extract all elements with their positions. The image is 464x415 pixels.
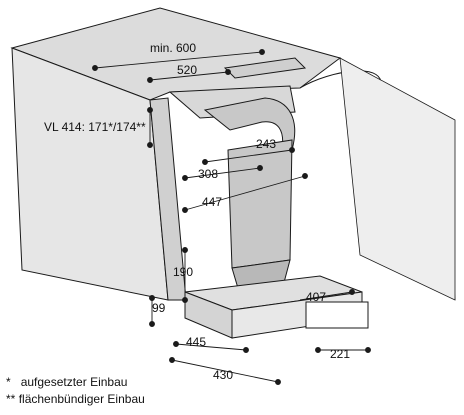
dimension-407: 407 [306, 290, 327, 304]
cooktop-vent [223, 57, 307, 79]
dimension-520: 520 [177, 63, 198, 77]
dimension-99: 99 [152, 301, 166, 315]
legend-text: flächenbündiger Einbau [18, 392, 145, 406]
duct-vertical [227, 139, 293, 269]
back-wall [339, 57, 456, 301]
dimension-447: 447 [202, 195, 223, 209]
duct-outlet [305, 301, 369, 329]
dimension-min600: min. 600 [150, 41, 197, 55]
dimension-vl414: VL 414: 171*/174** [44, 120, 146, 134]
dimension-221: 221 [330, 347, 351, 361]
legend-marker: ** [6, 392, 16, 406]
dimension-445: 445 [186, 335, 207, 349]
dimension-430: 430 [213, 368, 234, 382]
legend-marker: * [6, 375, 11, 389]
legend-item-1: * aufgesetzter Einbau [6, 375, 127, 389]
dimension-lines [92, 49, 371, 385]
dimension-190: 190 [173, 265, 194, 279]
legend-text: aufgesetzter Einbau [20, 375, 128, 389]
legend-item-2: ** flächenbündiger Einbau [6, 392, 145, 406]
dimension-243: 243 [256, 137, 277, 151]
dimension-308: 308 [198, 167, 219, 181]
